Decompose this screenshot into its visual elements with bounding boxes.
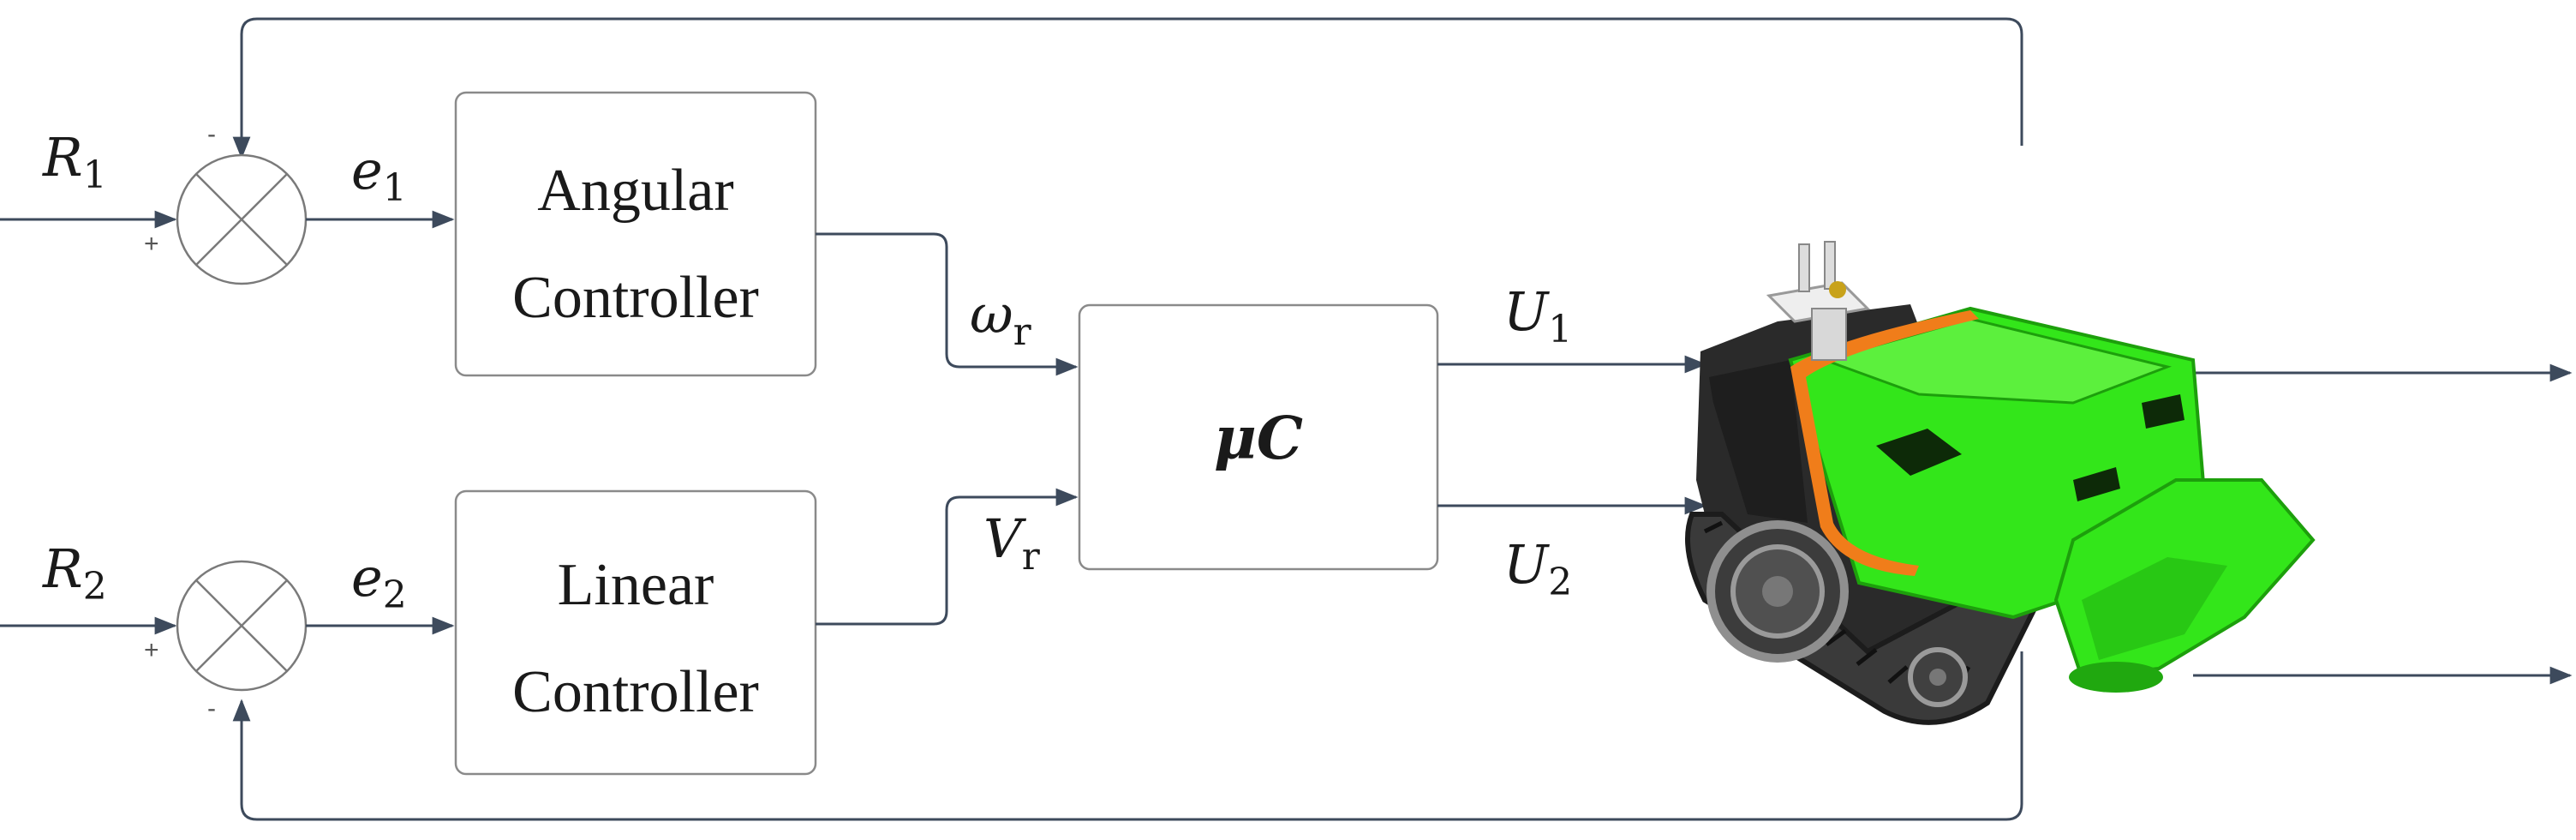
feedback-top-wire [232, 17, 2023, 159]
linear-controller-block [454, 489, 817, 776]
signal-r1: R1 [42, 126, 107, 197]
signal-u1: U1 [1503, 280, 1572, 351]
microcontroller-block [1078, 303, 1439, 571]
signal-r2: R2 [42, 537, 107, 609]
linear-controller-label-1: Linear [558, 552, 714, 618]
feedback-bottom-wire [232, 651, 2023, 821]
summing-junction-top [176, 153, 308, 285]
signal-v-r: Vr [983, 507, 1041, 579]
angular-controller-label-2: Controller [512, 265, 759, 331]
signal-u2: U2 [1503, 533, 1572, 604]
sum-top-minus: - [207, 120, 216, 148]
sum-bottom-plus: + [144, 636, 159, 664]
signal-omega-r: ωr [970, 283, 1032, 354]
signal-e2: e2 [351, 546, 407, 617]
summing-junction-bottom [176, 560, 308, 692]
tracked-robot-icon [1685, 241, 2316, 725]
angular-controller-block [454, 91, 817, 377]
v-r-wire [816, 488, 1079, 626]
linear-controller-label-2: Controller [512, 659, 759, 725]
angular-controller-label-1: Angular [537, 158, 733, 224]
sum-top-plus: + [144, 230, 159, 258]
omega-r-wire [816, 232, 1079, 376]
sum-bottom-minus: - [207, 694, 216, 723]
microcontroller-label: μC [1214, 405, 1303, 473]
signal-e1: e1 [351, 139, 407, 210]
